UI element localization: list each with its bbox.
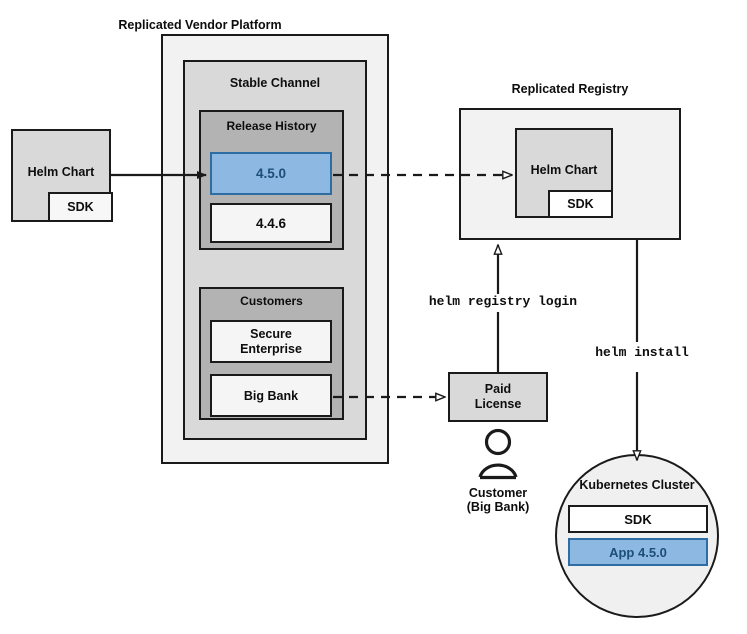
release-version-label: 4.5.0: [255, 166, 287, 181]
cluster-item-label: App 4.5.0: [609, 544, 667, 560]
kubernetes-cluster-title: Kubernetes Cluster: [579, 478, 695, 492]
registry-helm-chart-label: Helm Chart: [530, 163, 598, 177]
paid-license-label: Paid License: [474, 382, 522, 411]
source-sdk-box[interactable]: SDK: [48, 192, 113, 222]
source-sdk-label: SDK: [67, 200, 94, 214]
vendor-platform-title: Replicated Vendor Platform: [118, 18, 282, 32]
release-item-4-5-0[interactable]: 4.5.0: [210, 152, 332, 195]
paid-license-box[interactable]: Paid License: [448, 372, 548, 422]
customer-name-label: Secure Enterprise: [240, 327, 302, 356]
release-item-4-4-6[interactable]: 4.4.6: [210, 203, 332, 243]
release-version-label: 4.4.6: [255, 215, 287, 231]
cluster-item-sdk[interactable]: SDK: [568, 505, 708, 533]
customer-name-label: Big Bank: [243, 388, 299, 403]
registry-sdk-box[interactable]: SDK: [548, 190, 613, 218]
stable-channel-label: Stable Channel: [229, 76, 321, 90]
helm-registry-login-label: helm registry login: [399, 294, 607, 309]
cluster-item-label: SDK: [624, 511, 652, 527]
customers-label: Customers: [240, 294, 303, 308]
customer-item-big-bank[interactable]: Big Bank: [210, 374, 332, 417]
cluster-item-app[interactable]: App 4.5.0: [568, 538, 708, 566]
helm-install-label: helm install: [567, 345, 717, 360]
customer-actor-label: Customer (Big Bank): [466, 486, 530, 515]
release-history-label: Release History: [226, 119, 317, 133]
source-helm-chart-label: Helm Chart: [27, 165, 95, 179]
customer-item-secure-enterprise[interactable]: Secure Enterprise: [210, 320, 332, 363]
registry-sdk-label: SDK: [567, 197, 594, 211]
registry-title: Replicated Registry: [511, 82, 629, 96]
person-icon: [478, 428, 518, 480]
kubernetes-cluster-container: [555, 454, 719, 618]
